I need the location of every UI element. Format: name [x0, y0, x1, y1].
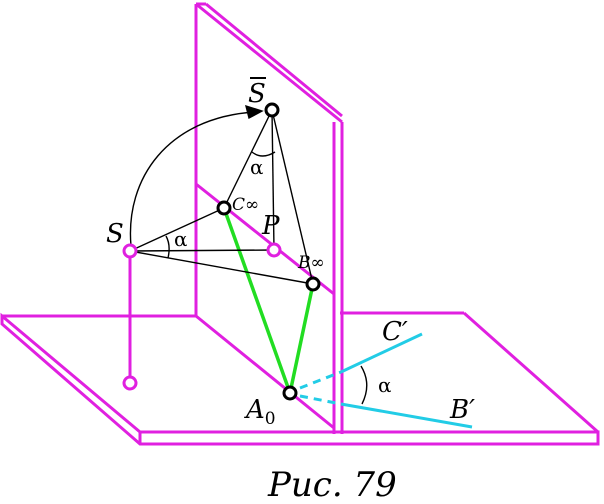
green-line-c	[222, 207, 292, 394]
label-a-sub: 0	[265, 409, 276, 429]
arc-arrowhead	[245, 104, 264, 120]
green-line-b	[288, 283, 315, 394]
rotation-arc	[129, 111, 255, 247]
label-c-inf: C∞	[232, 195, 259, 215]
ground-plane	[0, 311, 600, 446]
label-alpha-right: α	[378, 373, 392, 397]
point-p	[266, 242, 282, 258]
label-a-letter: A	[244, 395, 265, 425]
trace-b-prime	[340, 402, 473, 429]
label-alpha-left: α	[174, 227, 188, 251]
point-s-bar	[264, 102, 280, 118]
label-c-prime: C′	[382, 317, 408, 347]
trace-b-dash	[299, 394, 342, 406]
figure-caption: Рис. 79	[267, 465, 397, 504]
point-c-inf	[216, 200, 232, 216]
green-lines	[222, 207, 315, 394]
point-a0	[282, 385, 298, 401]
label-s: S	[106, 219, 124, 249]
point-b-inf	[305, 276, 321, 292]
trace-c-prime	[340, 332, 423, 374]
angle-arc-left	[165, 235, 170, 259]
cyan-traces	[299, 332, 473, 429]
label-b-inf: B∞	[297, 253, 325, 273]
point-s	[122, 243, 138, 259]
label-a0: A0	[244, 395, 276, 429]
label-p: P	[261, 211, 280, 241]
angle-arc-top	[251, 151, 276, 157]
label-b-prime: B′	[449, 395, 475, 425]
point-s-ground	[122, 375, 138, 391]
angle-arc-right	[360, 365, 368, 405]
construction-lines	[129, 104, 368, 405]
picture-plane	[194, 2, 344, 434]
label-s-bar: S	[248, 79, 266, 109]
label-alpha-top: α	[250, 155, 264, 179]
trace-c-dash	[299, 370, 342, 390]
